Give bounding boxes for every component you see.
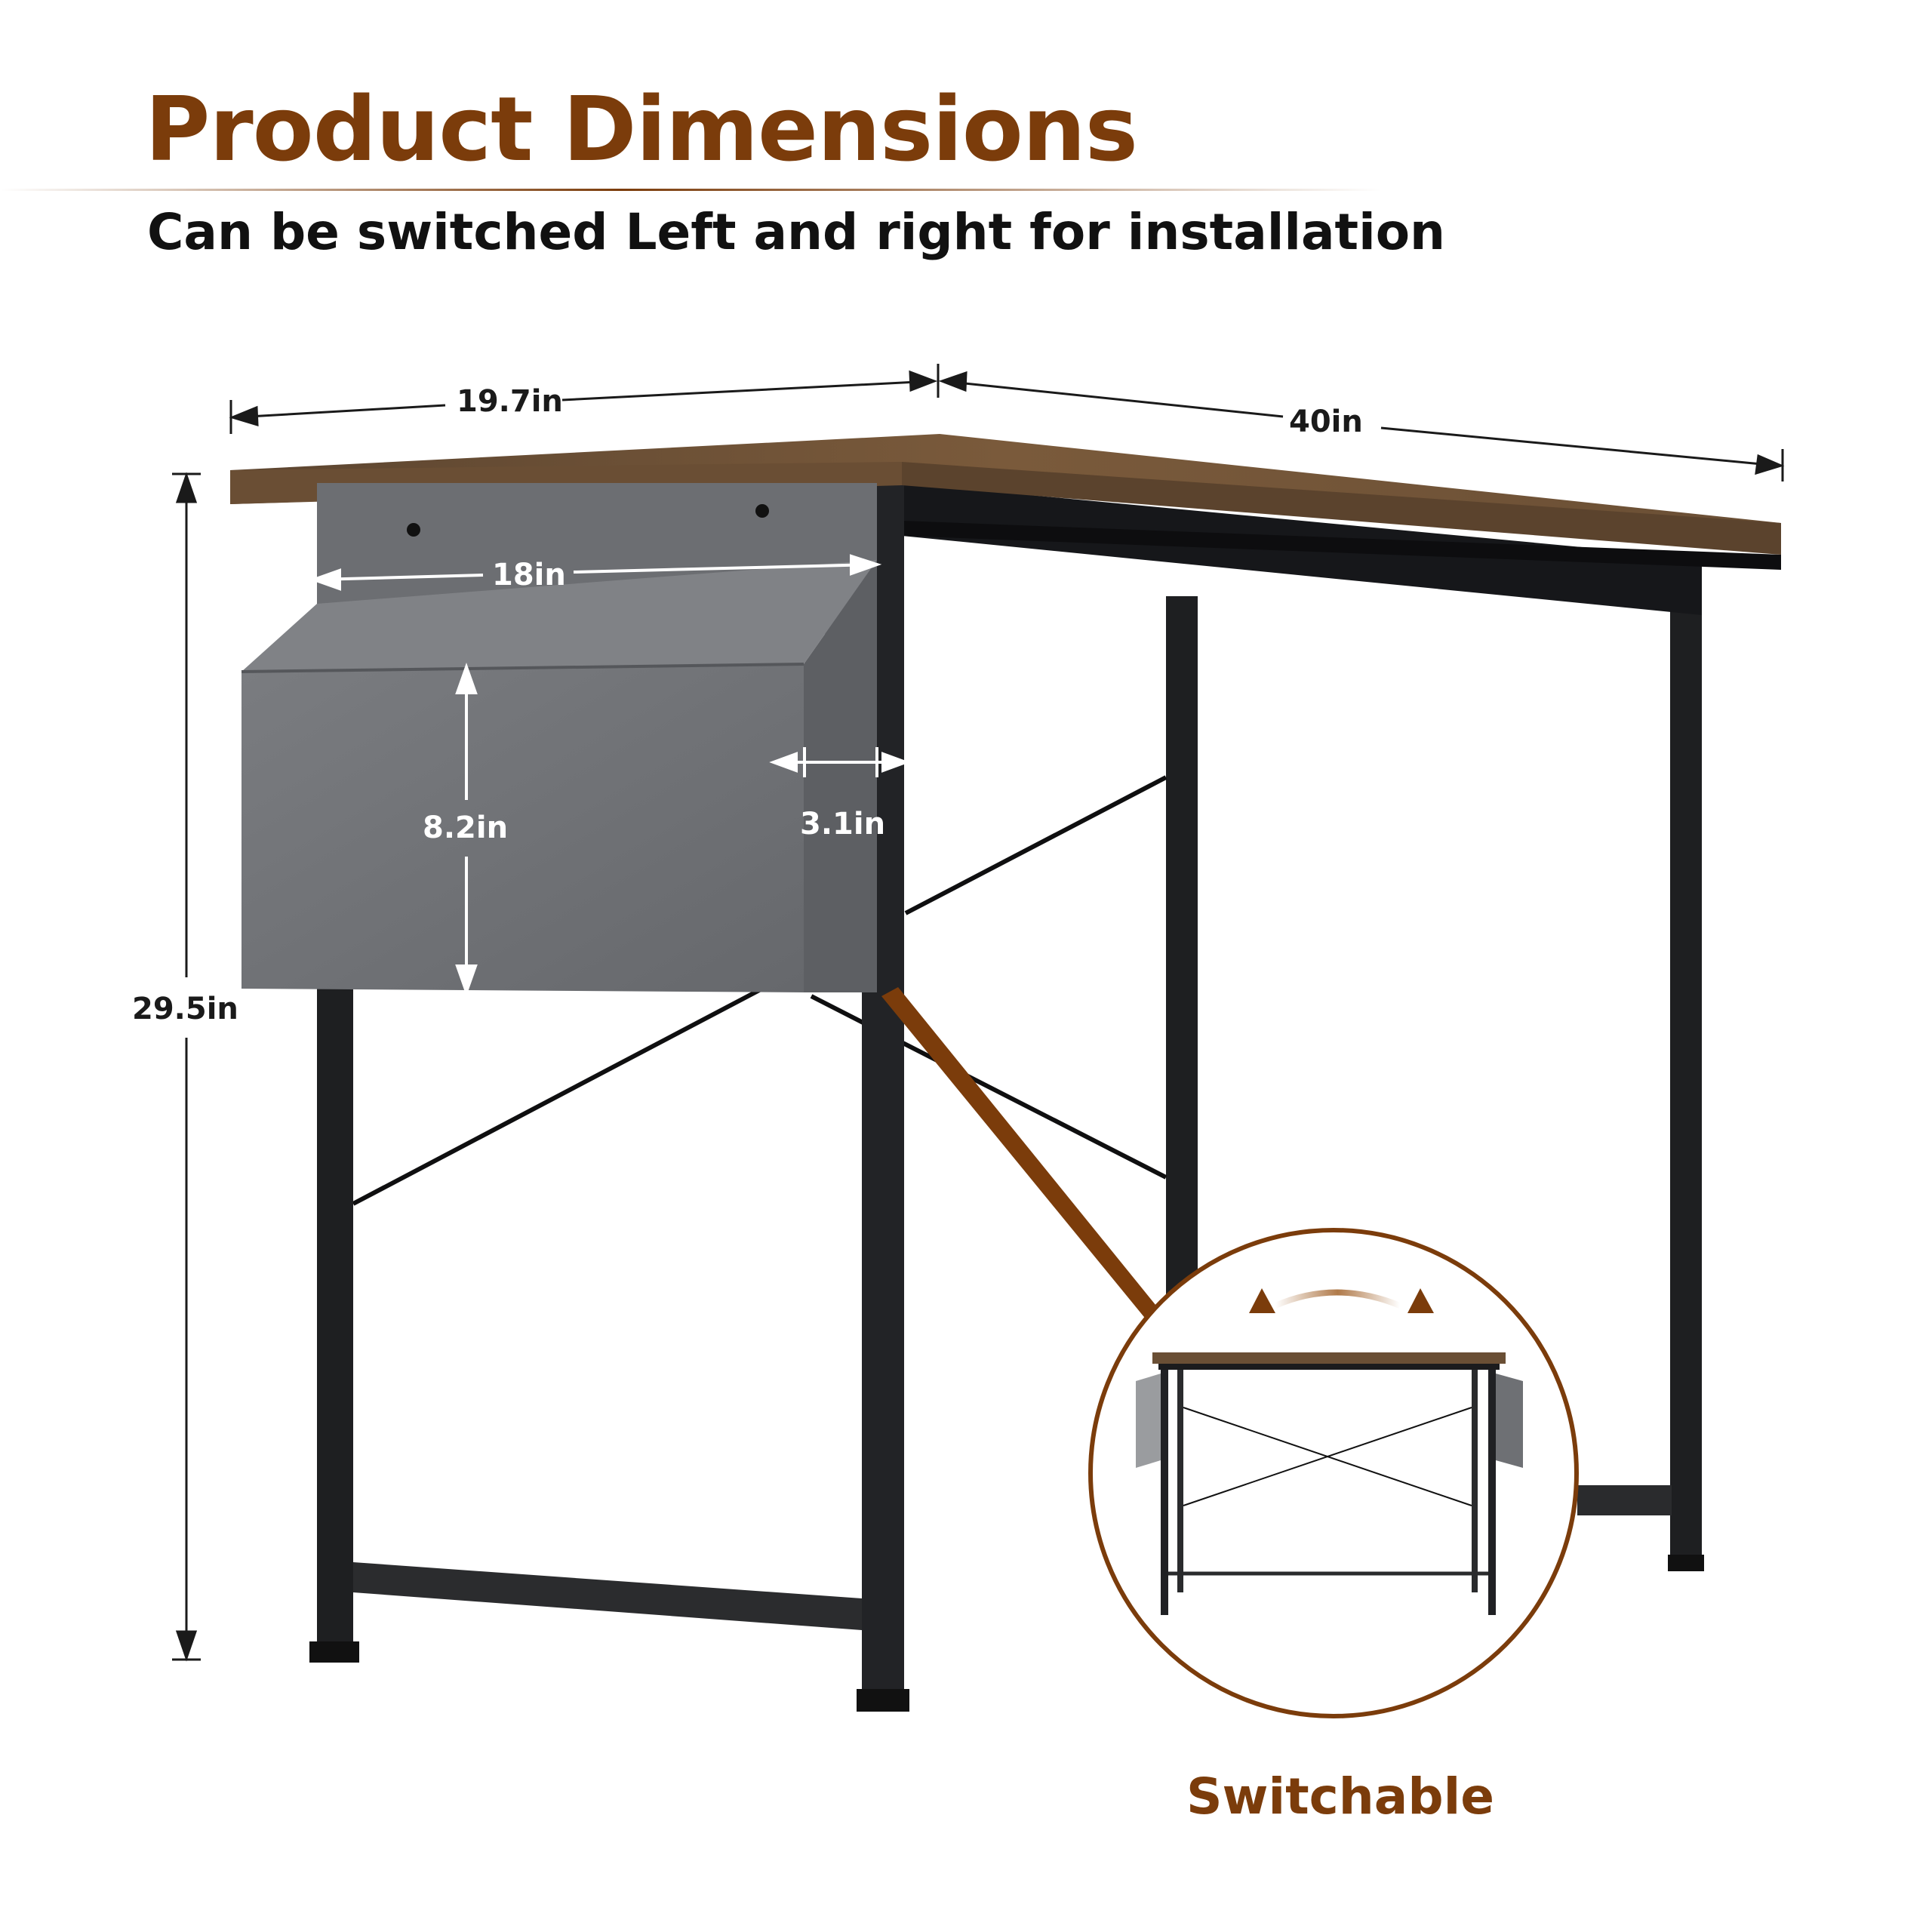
desk-top-side-edge bbox=[902, 462, 1781, 555]
mini-bag-left bbox=[1136, 1374, 1161, 1468]
bag-width-line-right bbox=[573, 563, 876, 574]
back-left-leg bbox=[1166, 596, 1198, 1366]
width-line-left bbox=[943, 380, 1284, 418]
height-arrow-bottom-icon bbox=[175, 1630, 198, 1662]
mini-leg-4 bbox=[1488, 1370, 1496, 1615]
bag-width-arrow-right-icon bbox=[850, 554, 882, 576]
cross-brace-3 bbox=[352, 986, 764, 1206]
bag-seam bbox=[241, 663, 804, 673]
page-title: Product Dimensions bbox=[145, 77, 1138, 181]
mini-brace-2 bbox=[1183, 1407, 1472, 1506]
mini-desk-apron bbox=[1158, 1364, 1500, 1370]
bag-depth-arrow-right-icon bbox=[881, 752, 910, 773]
bag-depth-arrow-left-icon bbox=[769, 752, 798, 773]
bag-flap bbox=[242, 560, 877, 672]
width-label: 40in bbox=[1289, 405, 1363, 439]
title-divider bbox=[0, 189, 1381, 191]
switchable-inset bbox=[1088, 1228, 1579, 1718]
front-left-foot bbox=[309, 1641, 359, 1663]
swap-arrow-left-icon bbox=[1249, 1288, 1275, 1313]
right-bottom-rail bbox=[1577, 1485, 1672, 1515]
mini-bag-right bbox=[1496, 1374, 1523, 1468]
front-right-foot bbox=[857, 1689, 909, 1712]
mini-leg-1 bbox=[1161, 1370, 1168, 1615]
mini-leg-2 bbox=[1177, 1370, 1183, 1592]
mini-desk-top bbox=[1152, 1352, 1506, 1364]
front-bottom-rail bbox=[353, 1562, 862, 1630]
bag-hook-left bbox=[407, 523, 420, 537]
height-arrow-top-icon bbox=[175, 472, 198, 503]
cross-brace-1 bbox=[904, 775, 1168, 915]
bag-hook-right bbox=[755, 504, 769, 518]
desk-underside bbox=[902, 521, 1781, 570]
depth-arrow-left-icon bbox=[229, 405, 259, 427]
bag-height-arrow-bottom-icon bbox=[455, 964, 478, 997]
bag-side-panel bbox=[804, 560, 877, 992]
bag-height-label: 8.2in bbox=[423, 811, 508, 845]
swap-arrow-right-icon bbox=[1407, 1288, 1434, 1313]
back-right-foot bbox=[1668, 1555, 1704, 1571]
desk-top-surface bbox=[230, 434, 1781, 553]
depth-label: 19.7in bbox=[457, 384, 563, 419]
bag-front-panel bbox=[242, 664, 804, 992]
desk-frame bbox=[309, 483, 1781, 1712]
depth-line-left bbox=[235, 404, 446, 419]
width-line-right bbox=[1380, 426, 1778, 467]
storage-bag bbox=[241, 483, 877, 992]
bag-width-line-left bbox=[316, 574, 484, 581]
bag-depth-label: 3.1in bbox=[800, 807, 885, 841]
bag-width-label: 18in bbox=[492, 558, 566, 592]
width-arrow-right-icon bbox=[1755, 454, 1785, 475]
switchable-label: Switchable bbox=[1186, 1767, 1494, 1826]
bag-height-arrow-top-icon bbox=[455, 662, 478, 694]
bag-dimension-lines bbox=[309, 554, 910, 997]
mini-leg-3 bbox=[1472, 1370, 1478, 1592]
dimension-lines bbox=[172, 364, 1785, 1662]
height-label: 29.5in bbox=[132, 992, 238, 1026]
width-arrow-left-icon bbox=[938, 371, 968, 392]
front-left-leg bbox=[317, 989, 353, 1645]
depth-line-right bbox=[561, 380, 933, 401]
inset-circle bbox=[1088, 1228, 1579, 1718]
bag-width-arrow-left-icon bbox=[309, 568, 341, 591]
depth-arrow-right-icon bbox=[909, 370, 938, 392]
page-subtitle: Can be switched Left and right for insta… bbox=[147, 203, 1446, 261]
back-right-leg bbox=[1670, 585, 1702, 1555]
callout-pointer bbox=[881, 987, 1162, 1321]
swap-arc bbox=[1274, 1289, 1401, 1309]
